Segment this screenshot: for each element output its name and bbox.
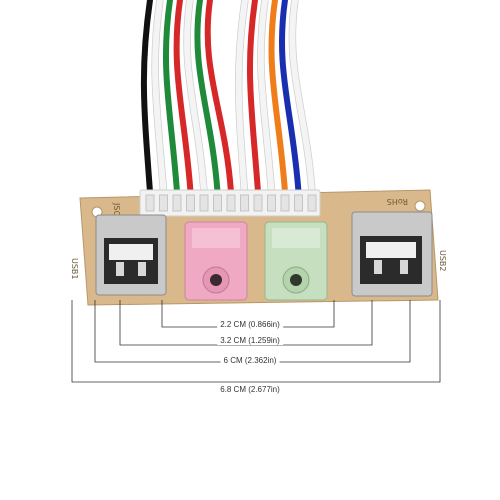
dim-label-2: 3.2 CM (1.259in) bbox=[217, 336, 283, 345]
mount-hole-right bbox=[414, 200, 426, 212]
wire-bundle bbox=[140, 0, 316, 195]
connector-pin bbox=[199, 194, 209, 212]
connector-pin bbox=[280, 194, 290, 212]
wire bbox=[289, 0, 315, 195]
connector-pin bbox=[240, 194, 249, 212]
audio-jack-green bbox=[264, 221, 328, 301]
pcb-label-conn: JSCN bbox=[112, 202, 121, 222]
wire bbox=[235, 0, 248, 195]
wire bbox=[246, 0, 261, 195]
connector-pin bbox=[307, 194, 317, 212]
wire bbox=[173, 0, 194, 195]
wire bbox=[152, 0, 167, 195]
wire bbox=[268, 0, 288, 195]
connector-pin bbox=[294, 194, 303, 212]
usb-port-1 bbox=[95, 214, 167, 296]
dim-line-2 bbox=[119, 300, 373, 346]
wire bbox=[204, 0, 234, 195]
pcb-label-usb2: USB2 bbox=[438, 250, 447, 272]
wire bbox=[140, 0, 153, 195]
connector-pin bbox=[226, 194, 236, 212]
connector-pin bbox=[145, 194, 155, 212]
wire bbox=[184, 0, 207, 195]
connector-pin bbox=[213, 194, 222, 212]
usb-port-2 bbox=[351, 211, 433, 297]
dim-label-3: 6 CM (2.362in) bbox=[220, 356, 280, 365]
connector-pin bbox=[267, 194, 276, 212]
pcb-label-rohs: RoHS bbox=[387, 197, 408, 206]
dim-label-4: 6.8 CM (2.677in) bbox=[217, 385, 283, 394]
dim-label-1: 2.2 CM (0.866in) bbox=[217, 320, 283, 329]
dim-line-3 bbox=[94, 300, 411, 363]
dim-line-4 bbox=[71, 300, 441, 383]
connector-pin bbox=[253, 194, 263, 212]
wire bbox=[278, 0, 302, 195]
connector-pin bbox=[159, 194, 168, 212]
connector-pin bbox=[186, 194, 195, 212]
connector-pin bbox=[172, 194, 182, 212]
connector-pins bbox=[145, 194, 317, 212]
audio-jack-pink bbox=[184, 221, 248, 301]
wire bbox=[162, 0, 180, 195]
wire bbox=[257, 0, 275, 195]
pcb-label-usb1: USB1 bbox=[70, 258, 79, 280]
wire bbox=[194, 0, 221, 195]
